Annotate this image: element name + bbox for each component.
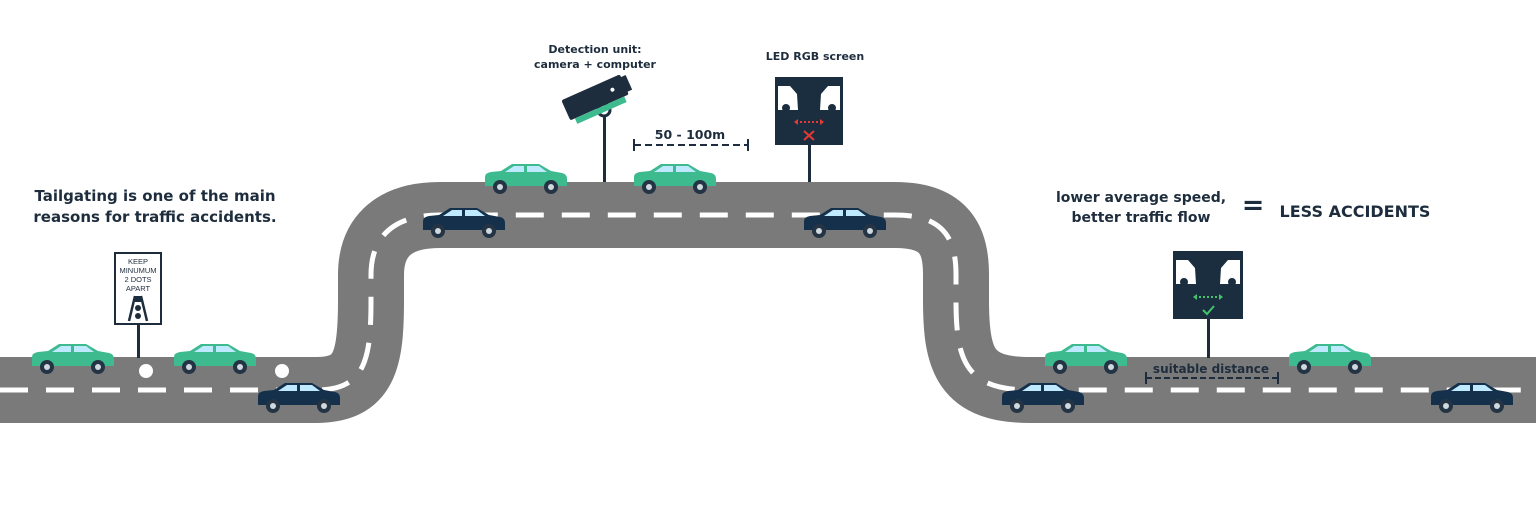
- camera-icon: [562, 74, 633, 182]
- road: [0, 182, 1536, 423]
- result-headline: LESS ACCIDENTS: [1279, 202, 1431, 221]
- led-pole: [808, 144, 811, 182]
- equals-sign: =: [1241, 190, 1265, 221]
- sign-pole: [137, 324, 140, 358]
- keep-distance-sign-icon: KEEP MINUMUM 2 DOTS APART: [114, 252, 162, 325]
- suitable-distance-label: suitable distance: [1152, 362, 1270, 376]
- outcome-text: lower average speed, better traffic flow: [1046, 188, 1236, 228]
- intro-text: Tailgating is one of the main reasons fo…: [20, 186, 290, 228]
- distance-dot: [275, 364, 289, 378]
- sign-text: 2 DOTS: [124, 275, 152, 284]
- distance-dot: [139, 364, 153, 378]
- outcome-line-2: better traffic flow: [1071, 210, 1211, 226]
- intro-line-1: Tailgating is one of the main: [34, 187, 276, 205]
- distance-range-label: 50 - 100m: [654, 127, 726, 142]
- led-pole: [1207, 318, 1210, 358]
- sign-road-icon: [127, 295, 149, 322]
- sign-text: MINUMUM: [119, 266, 157, 275]
- detection-line-1: Detection unit:: [548, 43, 642, 56]
- led-screen-ok-icon: [1173, 251, 1243, 319]
- intro-line-2: reasons for traffic accidents.: [33, 208, 277, 226]
- detection-line-2: camera + computer: [534, 58, 656, 71]
- sign-text: KEEP: [127, 257, 148, 266]
- lane-markings: [0, 212, 1536, 393]
- suitable-distance-bracket: [1145, 372, 1279, 384]
- sign-text: APART: [125, 284, 151, 293]
- detection-unit-label: Detection unit: camera + computer: [520, 42, 670, 72]
- led-screen-warning-icon: [775, 77, 843, 145]
- distance-range-bracket: [633, 139, 749, 151]
- led-screen-label: LED RGB screen: [765, 50, 865, 63]
- outcome-line-1: lower average speed,: [1055, 190, 1227, 206]
